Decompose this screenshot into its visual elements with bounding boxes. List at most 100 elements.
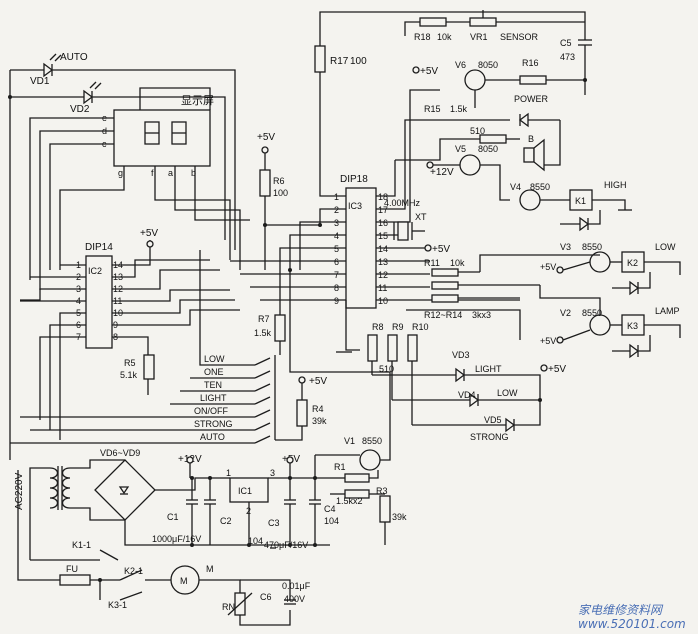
svg-text:VD5: VD5 [484,415,502,425]
dip18-label: DIP18 [340,174,368,185]
svg-text:7: 7 [334,270,339,280]
svg-text:R8: R8 [372,322,384,332]
svg-text:10k: 10k [450,258,465,268]
motor-section: FU K1-1 K2-1 K3-1 M M RN C6 0.01μF 400V [17,530,311,626]
svg-text:f: f [151,168,154,178]
svg-text:15: 15 [378,231,388,241]
svg-text:K3: K3 [627,321,638,331]
svg-text:M: M [206,564,214,574]
svg-text:+5V: +5V [540,262,556,272]
svg-text:8050: 8050 [478,144,498,154]
svg-text:M: M [180,576,188,586]
ic3-label: IC3 [348,201,362,211]
svg-text:LOW: LOW [204,354,225,364]
svg-text:XT: XT [415,212,427,222]
resistor-group-mid: +5V R6 100 R7 1.5k +5V R4 39k [254,132,391,450]
svg-text:18: 18 [378,192,388,202]
svg-text:17: 17 [378,205,388,215]
svg-text:R1: R1 [334,462,346,472]
svg-text:VR1: VR1 [470,32,488,42]
svg-text:5: 5 [334,244,339,254]
svg-text:VD4: VD4 [458,390,476,400]
svg-text:8050: 8050 [478,60,498,70]
svg-text:POWER: POWER [514,94,549,104]
svg-text:13: 13 [378,257,388,267]
svg-text:STRONG: STRONG [194,419,233,429]
svg-text:C6: C6 [260,592,272,602]
svg-text:R3: R3 [376,486,388,496]
svg-text:100: 100 [350,56,367,67]
svg-text:+12V: +12V [430,167,454,178]
relay-drivers: V4 8550 K1 HIGH V3 8550 +5V K2 LOW V2 85… [479,180,681,359]
svg-text:5.1k: 5.1k [120,370,138,380]
ic3-chip: DIP18 IC3 1 2 3 4 5 6 7 8 9 18 17 16 15 … [230,80,520,309]
svg-text:R9: R9 [392,322,404,332]
watermark-cn: 家电维修资料网 [578,603,664,617]
svg-text:11: 11 [378,283,387,293]
svg-text:V4: V4 [510,182,521,192]
svg-text:R7: R7 [258,314,270,324]
led-display-section: VD1 AUTO VD2 显示屏 e d c g f a b [9,52,250,460]
svg-text:LIGHT: LIGHT [475,364,502,374]
svg-text:SENSOR: SENSOR [500,32,539,42]
svg-text:VD3: VD3 [452,350,470,360]
svg-text:LOW: LOW [655,242,676,252]
svg-text:39k: 39k [392,512,407,522]
svg-text:510: 510 [470,126,485,136]
svg-text:R10: R10 [412,322,429,332]
svg-text:104: 104 [248,536,263,546]
svg-text:4: 4 [334,231,339,241]
svg-text:2: 2 [334,205,339,215]
svg-text:K1-1: K1-1 [72,540,91,550]
svg-text:6: 6 [334,257,339,267]
svg-text:+5V: +5V [548,364,566,375]
svg-text:V6: V6 [455,60,466,70]
svg-text:16: 16 [378,218,388,228]
svg-text:1.5kx2: 1.5kx2 [336,496,363,506]
svg-text:3: 3 [270,468,275,478]
svg-text:8550: 8550 [582,242,602,252]
svg-text:R17: R17 [330,56,349,67]
svg-text:R4: R4 [312,404,324,414]
svg-text:R18: R18 [414,32,431,42]
svg-text:R11: R11 [424,258,440,268]
svg-text:C3: C3 [268,518,280,528]
svg-text:IC1: IC1 [238,486,252,496]
vd1-label: VD1 [30,76,50,87]
ic2-label: IC2 [88,266,102,276]
svg-text:+5V: +5V [420,66,438,77]
svg-text:FU: FU [66,564,78,574]
svg-text:V5: V5 [455,144,466,154]
svg-text:V2: V2 [560,308,571,318]
svg-text:B: B [528,134,534,144]
svg-text:+5V: +5V [257,132,275,143]
svg-text:R16: R16 [522,58,539,68]
svg-text:R5: R5 [124,358,136,368]
auto-led-label: AUTO [60,52,88,63]
led-indicators: R8 R9 R10 510 VD3 LIGHT VD4 LOW VD5 STRO… [336,300,566,442]
svg-text:8: 8 [334,283,339,293]
svg-text:400V: 400V [284,594,305,604]
svg-text:10: 10 [378,296,388,306]
svg-text:0.01μF: 0.01μF [282,581,311,591]
svg-text:K3-1: K3-1 [108,600,127,610]
svg-text:4.00MHz: 4.00MHz [384,198,421,208]
switch-bank: LOW ONE TEN LIGHT ON/OFF STRONG AUTO [10,250,276,444]
svg-text:100: 100 [273,188,288,198]
svg-text:C4: C4 [324,504,336,514]
svg-text:C2: C2 [220,516,232,526]
svg-text:3: 3 [334,218,339,228]
resistor-bank-r11-r14: R11 10k R12~R14 3kx3 [406,258,540,340]
crystal: 4.00MHz XT +5V [384,198,450,255]
svg-text:LAMP: LAMP [655,306,680,316]
svg-text:1.5k: 1.5k [254,328,272,338]
svg-text:ONE: ONE [204,367,224,377]
svg-text:1: 1 [226,468,231,478]
svg-text:ON/OFF: ON/OFF [194,406,228,416]
svg-text:+5V: +5V [432,244,450,255]
svg-text:R6: R6 [273,176,285,186]
vd2-label: VD2 [70,104,90,115]
svg-text:AUTO: AUTO [200,432,225,442]
svg-text:9: 9 [334,296,339,306]
